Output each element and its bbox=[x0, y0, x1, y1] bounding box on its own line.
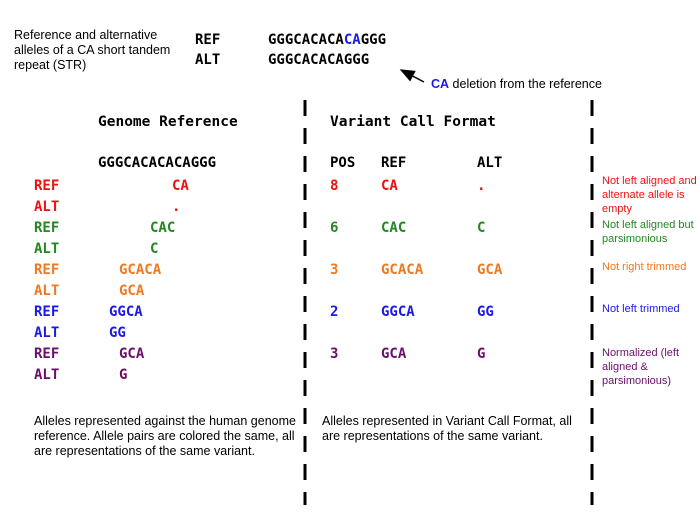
intro-alt-sequence: GGGCACACAGGG bbox=[268, 52, 370, 68]
genome-row-label: ALT bbox=[34, 241, 60, 257]
deletion-text: deletion from the reference bbox=[449, 77, 602, 91]
vcf-row-alt: . bbox=[477, 178, 486, 194]
vcf-col-ref: REF bbox=[381, 155, 407, 171]
vcf-row-pos: 6 bbox=[330, 220, 339, 236]
vcf-row-pos: 3 bbox=[330, 262, 339, 278]
genome-panel-heading: Genome Reference bbox=[98, 114, 238, 130]
vcf-row-note: Not left aligned but parsimonious bbox=[602, 219, 694, 245]
vcf-row-ref: GGCA bbox=[381, 304, 415, 320]
vcf-row-ref: CA bbox=[381, 178, 398, 194]
intro-ref-seq-suffix: GGG bbox=[360, 32, 387, 48]
vcf-row-pos: 2 bbox=[330, 304, 339, 320]
genome-panel-caption: Alleles represented against the human ge… bbox=[34, 414, 296, 458]
vcf-row-note: Not right trimmed bbox=[602, 261, 687, 273]
genome-row-allele: . bbox=[172, 199, 181, 215]
genome-row-label: REF bbox=[34, 220, 60, 236]
genome-row-allele: GG bbox=[109, 325, 126, 341]
intro-ref-seq-highlight: CA bbox=[343, 32, 361, 48]
vcf-row-alt: GG bbox=[477, 304, 494, 320]
vcf-row-ref: CAC bbox=[381, 220, 407, 236]
vcf-col-alt: ALT bbox=[477, 155, 503, 171]
vcf-row-alt: G bbox=[477, 346, 486, 362]
intro-ref-sequence: GGGCACACACAGGG bbox=[268, 32, 386, 48]
intro-ref-seq-prefix: GGGCACACA bbox=[268, 32, 344, 48]
deletion-annotation: CA deletion from the reference bbox=[431, 77, 602, 91]
vcf-col-pos: POS bbox=[330, 155, 356, 171]
intro-alt-label: ALT bbox=[195, 52, 221, 68]
genome-row-label: REF bbox=[34, 346, 60, 362]
vcf-panel-caption: Alleles represented in Variant Call Form… bbox=[322, 414, 572, 443]
genome-row-allele: GCA bbox=[119, 283, 145, 299]
genome-row-label: REF bbox=[34, 178, 60, 194]
vcf-row-pos: 8 bbox=[330, 178, 339, 194]
genome-row-label: ALT bbox=[34, 367, 60, 383]
vcf-row-note: Not left aligned and alternate allele is… bbox=[602, 175, 697, 215]
intro-ref-label: REF bbox=[195, 32, 221, 48]
vcf-row-pos: 3 bbox=[330, 346, 339, 362]
genome-reference-sequence: GGGCACACACAGGG bbox=[98, 155, 217, 171]
genome-row-allele: CAC bbox=[150, 220, 176, 236]
genome-row-allele: C bbox=[150, 241, 159, 257]
vcf-row-ref: GCA bbox=[381, 346, 407, 362]
deletion-highlight: CA bbox=[431, 77, 450, 91]
intro-description: Reference and alternative alleles of a C… bbox=[14, 28, 171, 72]
deletion-arrow bbox=[399, 69, 425, 83]
vcf-panel-heading: Variant Call Format bbox=[330, 114, 496, 130]
genome-row-allele: GCA bbox=[119, 346, 145, 362]
vcf-row-note: Not left trimmed bbox=[602, 303, 680, 315]
genome-row-allele: GCACA bbox=[119, 262, 162, 278]
genome-row-label: REF bbox=[34, 262, 60, 278]
vcf-row-alt: GCA bbox=[477, 262, 503, 278]
genome-row-label: ALT bbox=[34, 325, 60, 341]
vcf-row-alt: C bbox=[477, 220, 486, 236]
genome-row-label: REF bbox=[34, 304, 60, 320]
genome-row-allele: G bbox=[119, 367, 128, 383]
genome-row-allele: CA bbox=[172, 178, 189, 194]
genome-row-label: ALT bbox=[34, 283, 60, 299]
vcf-row-note: Normalized (left aligned & parsimonious) bbox=[602, 347, 680, 387]
genome-row-allele: GGCA bbox=[109, 304, 143, 320]
genome-row-label: ALT bbox=[34, 199, 60, 215]
vcf-row-ref: GCACA bbox=[381, 262, 424, 278]
